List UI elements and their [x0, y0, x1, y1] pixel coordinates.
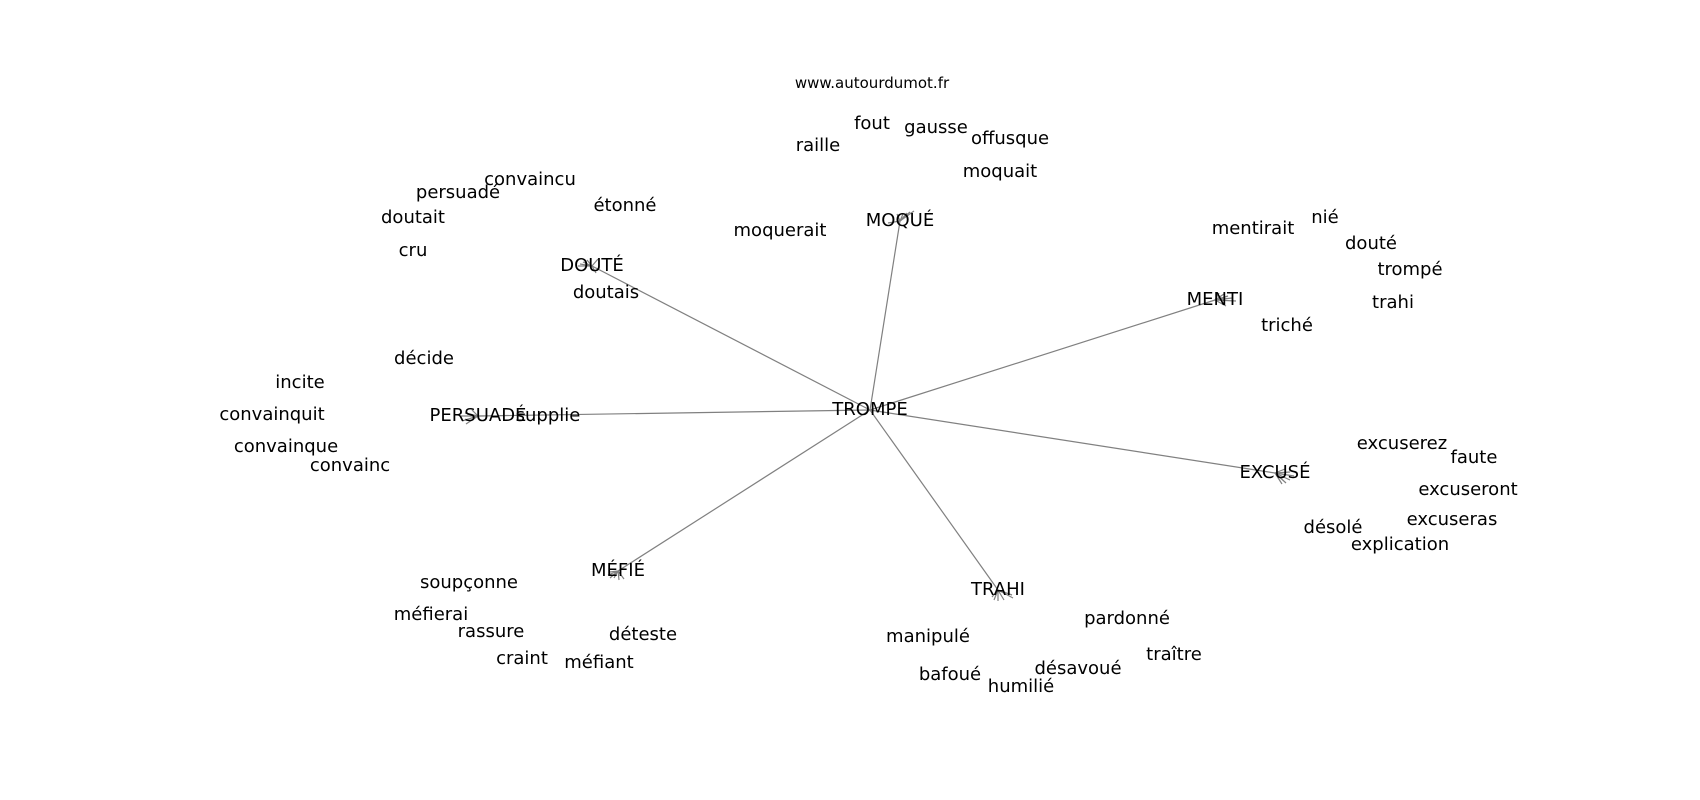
word-node-pardonne: pardonné: [1084, 608, 1170, 629]
edge-menti-triche: [1214, 299, 1227, 307]
edge-doute-doutais: [591, 265, 597, 274]
word-node-doute: douté: [1345, 233, 1397, 254]
word-node-excuseras: excuseras: [1407, 509, 1498, 530]
edge-persuade-decide: [471, 409, 479, 417]
word-node-craint: craint: [496, 648, 548, 669]
edge-doute-etonne: [591, 258, 599, 267]
edge-excuse-excuseront: [1274, 472, 1295, 477]
word-node-offusque: offusque: [971, 128, 1049, 149]
edge-trompe-doute: [591, 265, 871, 411]
word-node-rassure: rassure: [458, 621, 525, 642]
graph-labels: www.autourdumot.fr TROMPE MOQUÉ raille fou…: [219, 74, 1517, 697]
edge-trompe-menti: [869, 299, 1216, 411]
edge-persuade-convainque: [461, 415, 479, 422]
edge-trahi-desavoue: [997, 589, 1005, 601]
edge-trahi-bafoue: [993, 589, 999, 601]
word-node-convainc: convainc: [310, 455, 390, 476]
word-node-convainquit: convainquit: [219, 404, 324, 425]
hub-node-menti: MENTI: [1187, 289, 1244, 310]
word-node-moquait: moquait: [963, 161, 1037, 182]
edge-excuse-excuseras: [1274, 472, 1291, 481]
edge-trompe-mefie: [617, 409, 871, 572]
word-node-etonne: étonné: [593, 195, 656, 216]
site-url: www.autourdumot.fr: [795, 74, 950, 92]
word-node-mentirait: mentirait: [1212, 218, 1295, 239]
word-node-excuseront: excuseront: [1418, 479, 1517, 500]
word-node-deteste: déteste: [609, 624, 677, 645]
word-node-triche: triché: [1261, 315, 1313, 336]
word-node-mefierai: méfierai: [394, 604, 468, 625]
hub-node-excuse: EXCUSÉ: [1240, 461, 1311, 483]
hub-node-moque: MOQUÉ: [866, 209, 934, 231]
word-node-supplie: supplie: [516, 405, 581, 426]
edge-moque-moquerait: [887, 220, 901, 224]
edge-moque-moquait: [899, 210, 915, 222]
word-node-soupconne: soupçonne: [420, 572, 518, 593]
edge-trompe-excuse: [869, 409, 1276, 474]
word-node-incite: incite: [275, 372, 324, 393]
hub-node-trahi: TRAHI: [970, 579, 1025, 600]
word-node-doutait: doutait: [381, 207, 445, 228]
edge-mefie-deteste: [617, 570, 625, 580]
word-node-convainque: convainque: [234, 436, 338, 457]
word-node-trompe: trompé: [1377, 259, 1442, 280]
center-node: TROMPE: [831, 399, 907, 420]
edge-mefie-craint: [613, 570, 619, 579]
word-node-humilie: humilié: [988, 676, 1054, 697]
word-node-trahi: trahi: [1372, 292, 1414, 313]
word-node-fout: fout: [854, 113, 890, 134]
word-node-desavoue: désavoué: [1034, 658, 1121, 679]
word-node-doutais: doutais: [573, 282, 639, 303]
graph-edges: [461, 210, 1295, 601]
word-node-moquerait: moquerait: [734, 220, 827, 241]
word-node-convaincu: convaincu: [484, 169, 576, 190]
edge-trompe-trahi: [869, 409, 999, 591]
edge-menti-trahi: [1214, 299, 1237, 302]
word-node-explication: explication: [1351, 534, 1449, 555]
word-node-excuserez: excuserez: [1357, 433, 1447, 454]
hub-node-mefie: MÉFIÉ: [591, 559, 645, 581]
edge-trompe-moque: [869, 220, 901, 411]
edge-excuse-explication: [1274, 472, 1287, 484]
word-node-manipule: manipulé: [886, 626, 970, 647]
word-node-decide: décide: [394, 348, 454, 369]
edge-moque-raille: [896, 213, 901, 222]
word-node-bafoue: bafoué: [919, 664, 981, 685]
word-node-nie: nié: [1311, 207, 1338, 228]
edge-trompe-persuade: [477, 409, 871, 417]
word-node-mefiant: méfiant: [564, 652, 633, 673]
edge-menti-mentirait: [1214, 292, 1220, 301]
word-node-gausse: gausse: [904, 117, 968, 138]
word-node-traitre: traître: [1146, 644, 1202, 665]
edge-persuade-convainc: [465, 415, 479, 425]
word-node-desole: désolé: [1304, 517, 1363, 538]
word-node-persuade: persuadé: [416, 182, 500, 203]
word-node-faute: faute: [1451, 447, 1498, 468]
hub-node-persuade: PERSUADÉ: [430, 404, 527, 426]
edge-trahi-traitre: [997, 589, 1014, 599]
word-node-cru: cru: [399, 240, 428, 261]
hub-node-doute: DOUTÉ: [560, 254, 624, 276]
edge-mefie-mefiant: [617, 570, 620, 581]
word-node-raille: raille: [796, 135, 841, 156]
